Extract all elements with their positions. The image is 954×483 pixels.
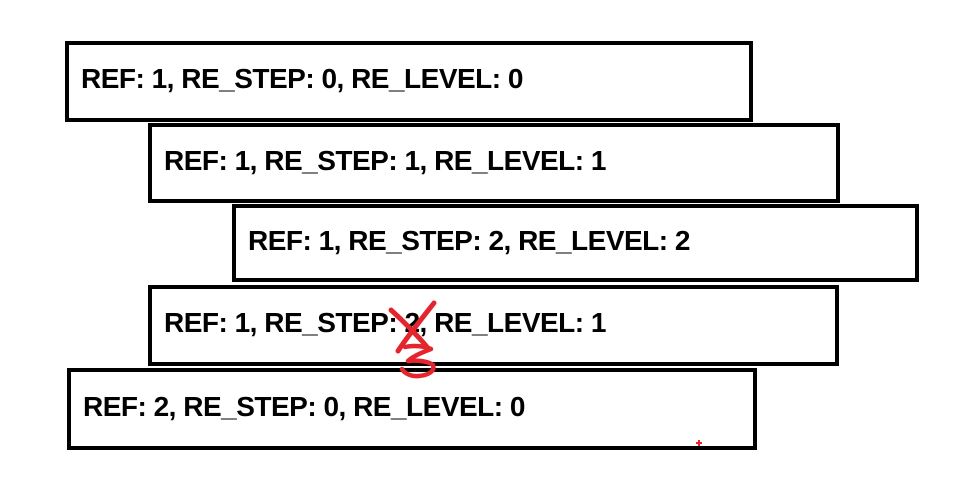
stack-frame-4: REF: 1, RE_STEP: 2, RE_LEVEL: 1	[148, 285, 839, 366]
stack-frame-3-label: REF: 1, RE_STEP: 2, RE_LEVEL: 2	[248, 224, 690, 256]
stack-frame-4-crossed-value: 2	[404, 307, 420, 338]
stack-frame-3: REF: 1, RE_STEP: 2, RE_LEVEL: 2	[232, 204, 919, 282]
stack-frame-1: REF: 1, RE_STEP: 0, RE_LEVEL: 0	[65, 41, 753, 122]
stack-frame-4-label-prefix: REF: 1, RE_STEP:	[164, 307, 405, 338]
stack-frame-4-label: REF: 1, RE_STEP: 2, RE_LEVEL: 1	[164, 309, 606, 337]
stack-frame-4-label-suffix: , RE_LEVEL: 1	[419, 307, 607, 338]
stack-frame-5-label: REF: 2, RE_STEP: 0, RE_LEVEL: 0	[83, 390, 525, 422]
stack-frame-1-label: REF: 1, RE_STEP: 0, RE_LEVEL: 0	[81, 63, 523, 94]
stack-frame-2-label: REF: 1, RE_STEP: 1, RE_LEVEL: 1	[164, 144, 606, 176]
stack-frame-2: REF: 1, RE_STEP: 1, RE_LEVEL: 1	[148, 123, 840, 203]
stack-frame-5: REF: 2, RE_STEP: 0, RE_LEVEL: 0	[67, 368, 757, 450]
